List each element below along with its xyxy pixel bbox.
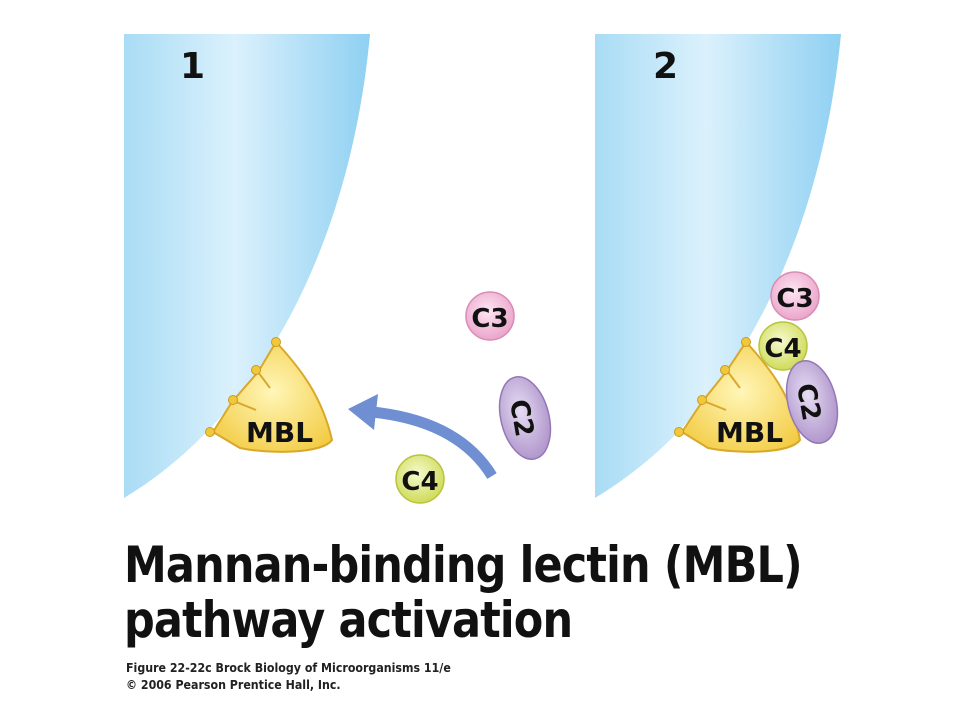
arrow-shaft [371, 406, 497, 479]
c3-shape [465, 291, 515, 341]
c3-molecule-bound: C3 [770, 271, 820, 321]
mbl-binding-tip [271, 337, 281, 347]
c2-shape [498, 376, 552, 460]
c4-label: C4 [401, 467, 438, 497]
figure-caption-line-2: © 2006 Pearson Prentice Hall, Inc. [126, 678, 341, 692]
cell-surface-1 [124, 34, 370, 498]
mbl-prong [257, 371, 271, 389]
cell-surface-2 [595, 34, 841, 498]
c3-molecule-free: C3 [465, 291, 515, 341]
mbl-shape-1 [211, 340, 334, 453]
figure-title: Mannan-binding lectin (MBL) pathway acti… [124, 536, 803, 649]
c4-label: C4 [764, 334, 801, 364]
c2-label: C2 [790, 381, 826, 423]
panel-2-number: 2 [653, 46, 678, 87]
mbl-protein-2: MBL [674, 337, 802, 453]
mbl-binding-tip [228, 395, 238, 405]
mbl-binding-tip [251, 365, 261, 375]
mbl-binding-tip [741, 337, 751, 347]
c2-label: C2 [503, 397, 539, 439]
mbl-binding-tip [697, 395, 707, 405]
figure-title-line-2: pathway activation [124, 591, 573, 649]
mbl-binding-tip [205, 427, 215, 437]
c3-label: C3 [471, 304, 508, 334]
mbl-label-2: MBL [716, 416, 783, 449]
c3-label: C3 [776, 284, 813, 314]
mbl-prong [705, 401, 727, 411]
c2-molecule-free: C2 [498, 376, 552, 460]
arrow-head [348, 394, 378, 430]
figure-caption-line-1: Figure 22-22c Brock Biology of Microorga… [126, 661, 451, 675]
mbl-binding-tip [674, 427, 684, 437]
mbl-prong [235, 401, 257, 411]
mbl-prong [727, 371, 741, 389]
figure-caption: Figure 22-22c Brock Biology of Microorga… [126, 660, 451, 694]
binding-arrow [348, 394, 497, 479]
c2-shape [785, 360, 839, 444]
c3-shape [770, 271, 820, 321]
panel-1: 1 MBL [124, 34, 370, 498]
c4-shape [395, 454, 445, 504]
c4-molecule-free: C4 [395, 454, 445, 504]
panel-1-number: 1 [180, 46, 205, 87]
c2-molecule-bound: C2 [785, 360, 839, 444]
mbl-protein-1: MBL [205, 337, 334, 453]
panel-2: 2 MBL C3 C4 C2 [595, 34, 841, 498]
mbl-binding-tip [720, 365, 730, 375]
mbl-shape-2 [680, 340, 802, 453]
figure-title-line-1: Mannan-binding lectin (MBL) [124, 536, 803, 594]
mbl-label-1: MBL [246, 416, 313, 449]
c4-shape [758, 321, 808, 371]
c4-molecule-bound: C4 [758, 321, 808, 371]
